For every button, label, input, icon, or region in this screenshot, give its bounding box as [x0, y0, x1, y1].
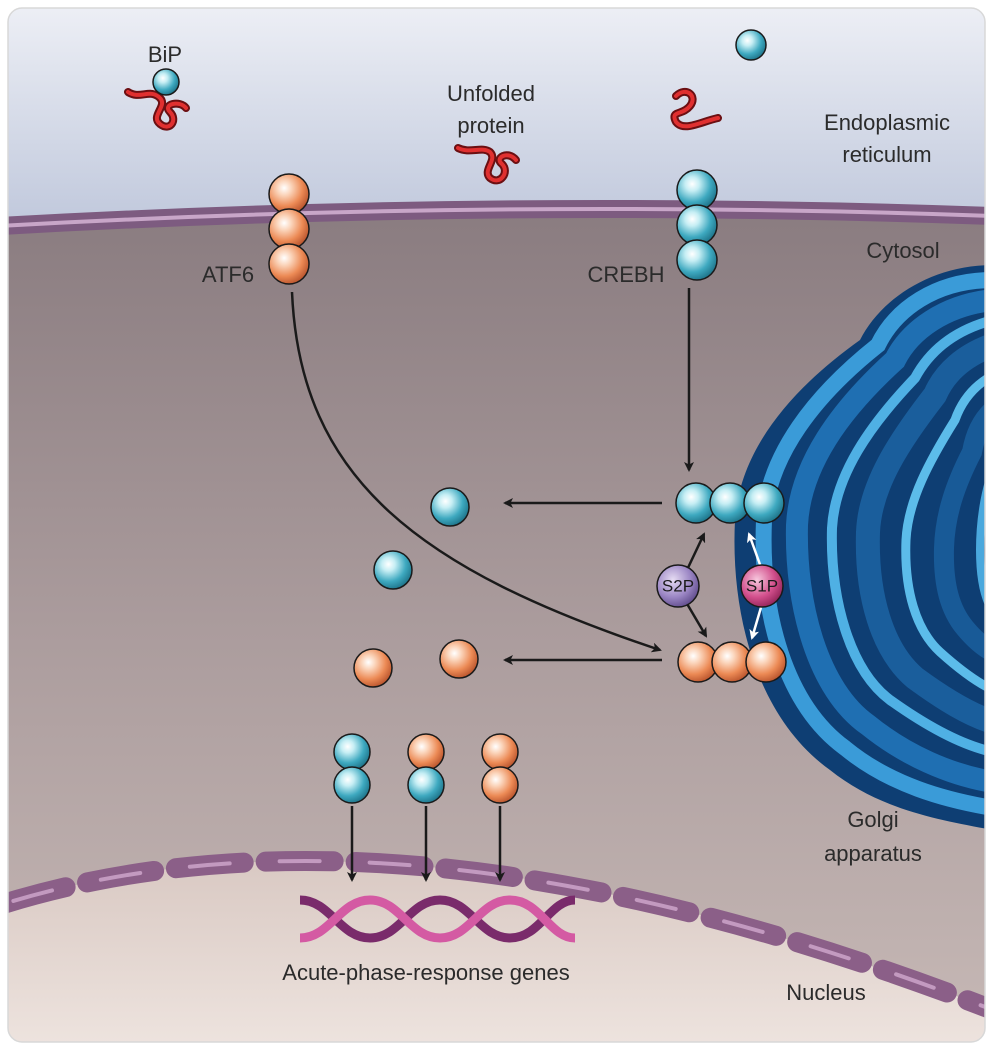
nucleus-label: Nucleus: [786, 980, 865, 1005]
atf6-golgi-chain: [677, 641, 787, 683]
unfolded-protein-label: protein: [457, 113, 524, 138]
s1p-cleave-up-arrow: [747, 532, 764, 571]
unfolded-protein-coil: [124, 88, 190, 131]
s1p-protease: [740, 564, 784, 608]
figure-frame: [7, 7, 986, 1043]
nuclear-envelope: [8, 851, 985, 1020]
s2p-label: S2P: [662, 577, 694, 596]
atf6-fragment: [439, 639, 479, 679]
golgi-label: apparatus: [824, 841, 922, 866]
s2p-cleave-down-arrow: [684, 601, 708, 638]
atf6-transport-arrow: [290, 291, 662, 653]
cytosol-label: Cytosol: [866, 238, 939, 263]
er-label: Endoplasmic: [824, 110, 950, 135]
s1p-label: S1P: [746, 577, 778, 596]
golgi-label: Golgi: [847, 807, 898, 832]
atf6-protein-chain: [268, 173, 310, 285]
er-label: reticulum: [842, 142, 931, 167]
unfolded-protein-coil: [670, 87, 722, 131]
unfolded-protein-coil: [454, 144, 520, 185]
nucleus-region: [8, 861, 985, 1042]
crebh-homodimer: [333, 733, 371, 804]
atf6-label: ATF6: [202, 262, 254, 287]
crebh-fragment: [373, 550, 413, 590]
cytosol-region: [8, 210, 985, 1042]
atf6-fragment: [353, 648, 393, 688]
unfolded-protein-label: Unfolded: [447, 81, 535, 106]
genes-label: Acute-phase-response genes: [282, 960, 569, 985]
crebh-golgi-chain: [675, 482, 785, 524]
s2p-protease: [656, 564, 700, 608]
atf6-homodimer: [481, 733, 519, 804]
bip-chaperone: [735, 29, 767, 61]
s2p-cleave-up-arrow: [684, 532, 706, 573]
atf6-crebh-heterodimer: [407, 733, 445, 804]
crebh-label: CREBH: [587, 262, 664, 287]
crebh-fragment: [430, 487, 470, 527]
bip-chaperone: [152, 68, 180, 96]
golgi-apparatus: [734, 265, 985, 830]
crebh-protein-chain: [676, 169, 718, 281]
dna-double-helix: [299, 895, 576, 943]
bip-label: BiP: [148, 42, 182, 67]
s1p-cleave-down-arrow: [749, 603, 764, 640]
